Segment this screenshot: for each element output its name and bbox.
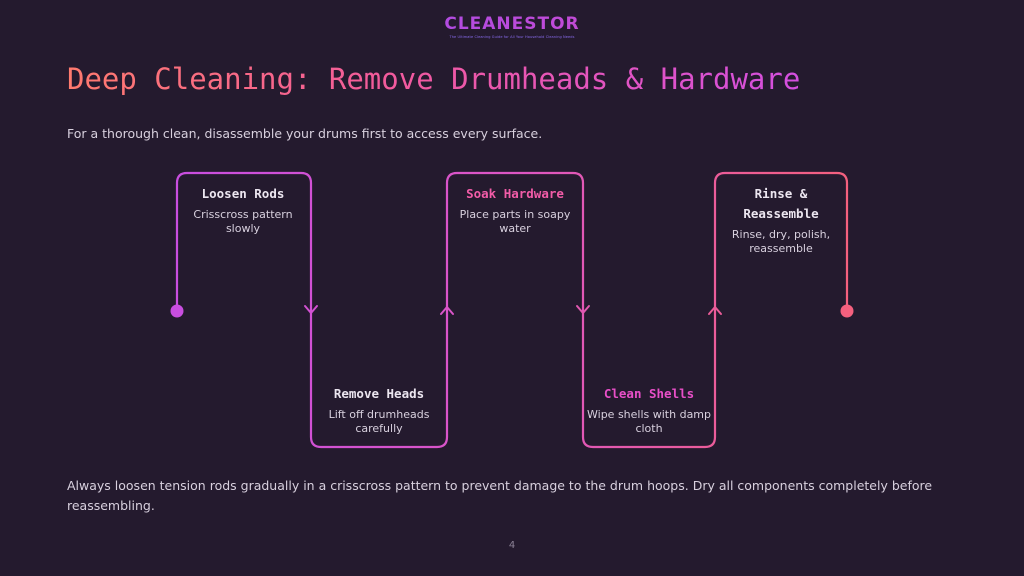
page-title: Deep Cleaning: Remove Drumheads & Hardwa… bbox=[67, 62, 801, 96]
step-soak-hardware: Soak Hardware Place parts in soapy water bbox=[453, 184, 577, 236]
step-description: Crisscross pattern slowly bbox=[193, 208, 293, 235]
step-description: Rinse, dry, polish, reassemble bbox=[731, 228, 831, 255]
down-arrow-icon bbox=[576, 305, 590, 314]
page-number: 4 bbox=[508, 540, 516, 551]
brand-name: CLEANESTOR bbox=[0, 14, 1024, 34]
step-loosen-rods: Loosen Rods Crisscross pattern slowly bbox=[181, 184, 305, 236]
step-description: Lift off drumheads carefully bbox=[328, 408, 430, 435]
step-remove-heads: Remove Heads Lift off drumheads carefull… bbox=[317, 384, 441, 436]
step-title: Soak Hardware bbox=[466, 186, 564, 201]
step-title: Loosen Rods bbox=[201, 186, 285, 201]
footnote-text: Always loosen tension rods gradually in … bbox=[67, 478, 933, 513]
step-clean-shells: Clean Shells Wipe shells with damp cloth bbox=[587, 384, 711, 436]
flow-start-dot bbox=[170, 304, 184, 318]
step-title: Rinse & Reassemble bbox=[743, 186, 819, 221]
down-arrow-icon bbox=[304, 305, 318, 314]
step-rinse-reassemble: Rinse & Reassemble Rinse, dry, polish, r… bbox=[719, 184, 843, 256]
brand-tagline: The Ultimate Cleaning Guide for All Your… bbox=[449, 35, 575, 39]
up-arrow-icon bbox=[708, 306, 722, 315]
flow-end-dot bbox=[840, 304, 854, 318]
step-title: Clean Shells bbox=[603, 386, 695, 401]
up-arrow-icon bbox=[440, 306, 454, 315]
step-description: Place parts in soapy water bbox=[459, 208, 571, 235]
page-subtitle: For a thorough clean, disassemble your d… bbox=[67, 126, 543, 141]
step-description: Wipe shells with damp cloth bbox=[587, 408, 712, 435]
brand-logo: CLEANESTOR The Ultimate Cleaning Guide f… bbox=[0, 14, 1024, 39]
step-title: Remove Heads bbox=[333, 386, 425, 401]
